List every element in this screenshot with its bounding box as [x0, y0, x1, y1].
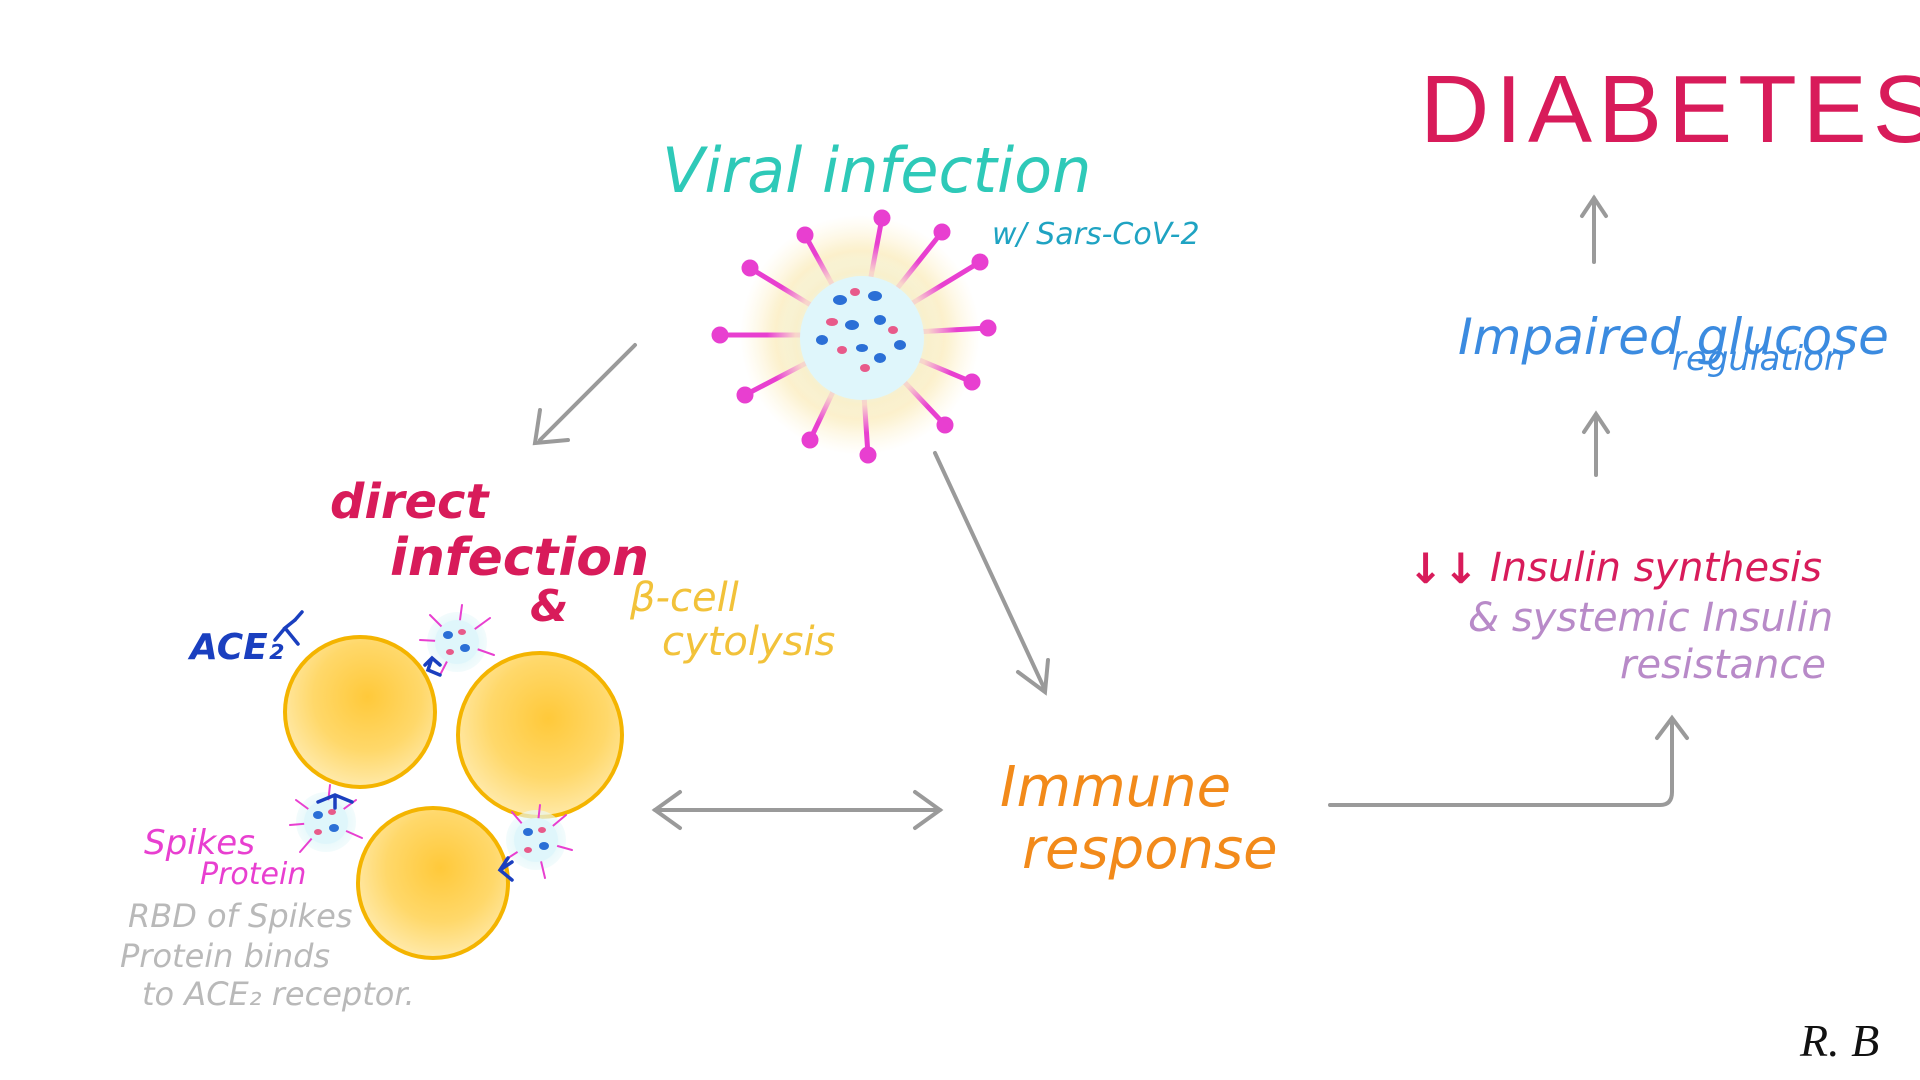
ace2-receptor-1: [273, 610, 304, 646]
beta-cell-line1: β-cell: [630, 575, 739, 621]
rbd-note-line1: RBD of Spikes: [128, 897, 353, 935]
beta-cell-1: [283, 635, 437, 789]
arrow-immune-to-insulin: [1328, 718, 1674, 807]
glucose-line1: Impaired glucose: [1458, 308, 1889, 366]
immune-response-line1: Immune: [1000, 755, 1232, 820]
arrow-double-left-head: [651, 790, 682, 830]
arrow-double-right-head: [913, 790, 944, 830]
insulin-down-arrows: ↓↓: [1408, 544, 1479, 593]
arrow-immune-to-insulin-head: [1655, 714, 1689, 740]
arrow-virus-to-immune-head: [1016, 658, 1050, 696]
ace2-receptor-4: [497, 856, 514, 882]
rbd-note-line2: Protein binds: [120, 937, 331, 975]
beta-cell-2: [456, 651, 624, 819]
virus-rna-dots: [816, 288, 906, 372]
spikes-protein-line2: Protein: [200, 857, 307, 892]
spikes-protein-line1: Spikes: [144, 823, 255, 863]
arrow-insulin-to-glucose-head: [1582, 410, 1610, 434]
ace2-receptor-2: [423, 655, 442, 677]
small-virus-2: [289, 784, 363, 853]
arrow-virus-to-direct-infection: [538, 343, 637, 442]
arrow-virus-to-immune: [933, 451, 1047, 692]
diabetes-title: DIABETES: [1420, 56, 1920, 163]
glucose-line2: regulation: [1672, 339, 1846, 379]
ace2-receptors: [273, 610, 514, 882]
insulin-line2: & systemic Insulin: [1468, 595, 1834, 641]
direct-infection-amp: &: [530, 581, 569, 632]
beta-cell-line2: cytolysis: [662, 619, 836, 665]
viral-infection-sublabel: w/ Sars-CoV-2: [992, 217, 1200, 252]
small-virus-1: [419, 604, 495, 676]
direct-infection-line1: direct: [330, 474, 489, 530]
viral-infection-label: Viral infection: [662, 134, 1092, 207]
direct-infection-line2: infection: [390, 528, 649, 588]
small-virus-3: [504, 804, 573, 879]
rbd-note-line3: to ACE₂ receptor.: [142, 975, 415, 1013]
ace2-label: ACE₂: [190, 627, 284, 668]
insulin-line3: resistance: [1620, 642, 1826, 688]
beta-cell-3: [356, 806, 510, 960]
beta-cells: [283, 635, 624, 960]
ace2-receptor-3: [316, 793, 354, 810]
sars-cov-2-virus: [711, 209, 997, 464]
insulin-line1: Insulin synthesis: [1490, 545, 1822, 591]
signature: R. B: [1800, 1015, 1880, 1066]
arrows: [532, 194, 1689, 830]
immune-response-line2: response: [1022, 817, 1278, 882]
arrow-glucose-to-diabetes-head: [1580, 194, 1608, 218]
arrow-virus-to-direct-infection-head: [532, 408, 570, 446]
small-viruses: [289, 604, 573, 879]
